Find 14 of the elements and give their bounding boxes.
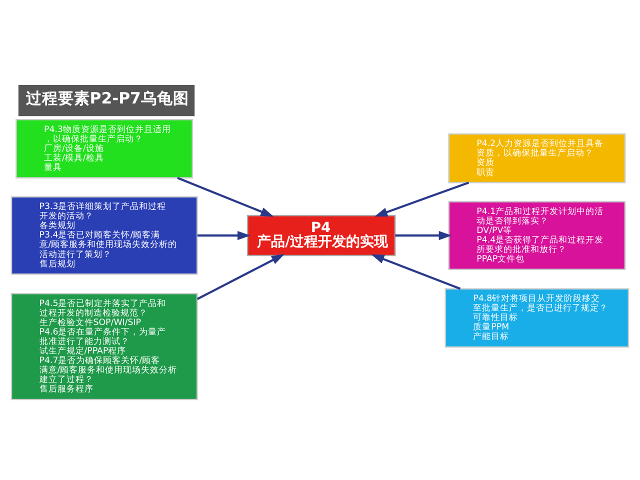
node-box: P4.1产品和过程开发计划中的活动是否得到落实？ DV/PV等 P4.4是否获得了产品和过程开发所要求的批准和放行？ PPAP文件包 bbox=[448, 200, 626, 270]
node-box: P3.3是否详细策划了产品和过程开发的活动？ 各类规划 P3.4是否已对顾客关怀/顾客满意/顾客服务和使用现场失效分析的活动进行了策划？ 售后规划 bbox=[10, 196, 198, 274]
node-box: P4.3物质资源是否到位并且适用，以确保批量生产启动？ 厂房/设备/设施 工装/模具/检具 量具 bbox=[16, 118, 194, 178]
node-box: P4 产品/过程开发的实现 bbox=[246, 214, 396, 256]
diagram-title: 过程要素P2-P7乌龟图 bbox=[26, 89, 189, 108]
arrow bbox=[196, 254, 285, 300]
node-box: P4.2人力资源是否到位并且具备资质，以确保批量生产启动？ 资质 职责 bbox=[448, 132, 626, 183]
arrow bbox=[374, 181, 470, 216]
node-box: P4.8针对将项目从开发阶段移交至批量生产，是否已进行了规定？ 可靠性目标 质量PPM 产能目标 bbox=[444, 288, 630, 348]
node-box: P4.5是否已制定并落实了产品和过程开发的制造检验规范？ 生产检验文件SOP/WI/SIP P4.6是否在量产条件下，为量产批准进行了能力测试？ 试生产规定/PPAP程序 P4.7是否为确保顾客关怀/顾客满意/顾客服务和使用现场失效分析建立了过程？ 售后服务程序 bbox=[10, 292, 198, 400]
arrow bbox=[177, 176, 274, 216]
arrow bbox=[371, 254, 461, 290]
arrow bbox=[395, 230, 452, 240]
arrow bbox=[197, 230, 251, 240]
